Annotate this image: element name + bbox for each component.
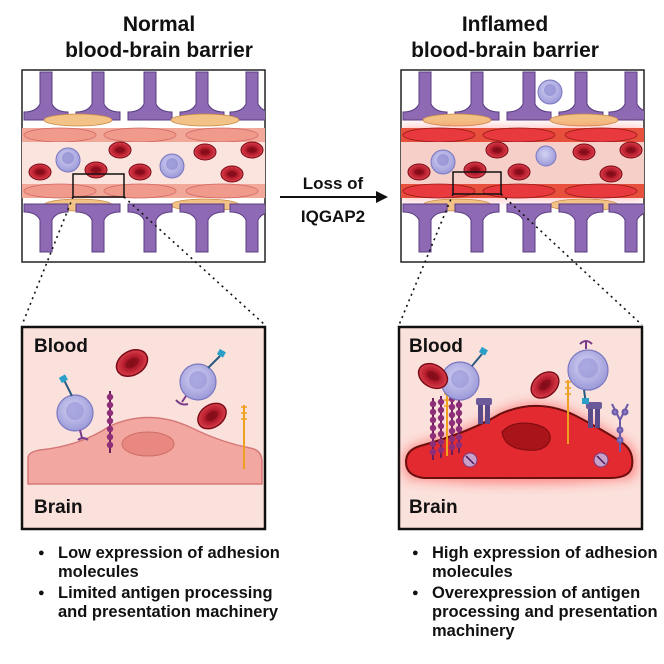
inflamed-vessel-panel — [400, 69, 645, 263]
leukocyte-icon — [56, 374, 94, 441]
normal-bullet-list: Low expression of adhesion molecules Lim… — [36, 544, 306, 624]
mhc-receptor-icon — [476, 398, 492, 424]
red-blood-cell-icon — [507, 163, 531, 181]
inflamed-zoom-panel: Blood Brain — [397, 325, 644, 531]
red-blood-cell-icon — [572, 143, 596, 161]
normal-zoom-panel: Blood Brain — [20, 325, 267, 531]
red-blood-cell-icon — [193, 143, 217, 161]
nucleus — [121, 431, 175, 457]
leukocyte-icon — [175, 348, 226, 406]
right-title-line1: Inflamed — [462, 13, 548, 36]
transition-arrow — [280, 191, 388, 203]
red-blood-cell-icon — [84, 161, 108, 179]
zoom-region-box — [452, 171, 502, 195]
leukocyte-icon — [567, 340, 609, 405]
left-zoom-blood-label: Blood — [34, 336, 88, 357]
red-blood-cell-icon — [240, 141, 264, 159]
red-blood-cell-icon — [485, 141, 509, 159]
zoom-connector-lines — [21, 193, 643, 326]
normal-vessel-panel — [21, 69, 266, 263]
adhesion-molecule-icon — [611, 403, 629, 452]
arrow-label-line2: IQGAP2 — [301, 207, 365, 226]
red-blood-cell-icon — [463, 161, 487, 179]
inflamed-bullet-list: High expression of adhesion molecules Ov… — [410, 544, 660, 643]
nucleus — [501, 422, 551, 451]
red-blood-cell-icon — [220, 165, 244, 183]
right-zoom-blood-label: Blood — [409, 336, 463, 357]
red-blood-cell-icon — [128, 163, 152, 181]
right-zoom-brain-label: Brain — [409, 497, 458, 518]
red-blood-cell-icon — [407, 163, 431, 181]
red-blood-cell-icon — [619, 141, 643, 159]
zoom-region-box — [72, 173, 125, 198]
left-zoom-brain-label: Brain — [34, 497, 83, 518]
red-blood-cell-icon — [28, 163, 52, 181]
arrow-label-line1: Loss of — [303, 174, 364, 193]
bullet-item: High expression of adhesion molecules — [410, 544, 660, 582]
left-title-line1: Normal — [123, 13, 195, 36]
mhc-receptor-icon — [586, 402, 602, 428]
red-blood-cell-icon — [599, 165, 623, 183]
leukocyte-icon — [440, 346, 488, 401]
red-blood-cell-icon — [108, 141, 132, 159]
right-title-line2: blood-brain barrier — [411, 39, 599, 62]
left-title-line2: blood-brain barrier — [65, 39, 253, 62]
bullet-item: Low expression of adhesion molecules — [36, 544, 306, 582]
bullet-item: Limited antigen processing and presentat… — [36, 584, 306, 622]
leukocyte-icon — [535, 145, 557, 167]
bullet-item: Overexpression of antigen processing and… — [410, 584, 660, 641]
